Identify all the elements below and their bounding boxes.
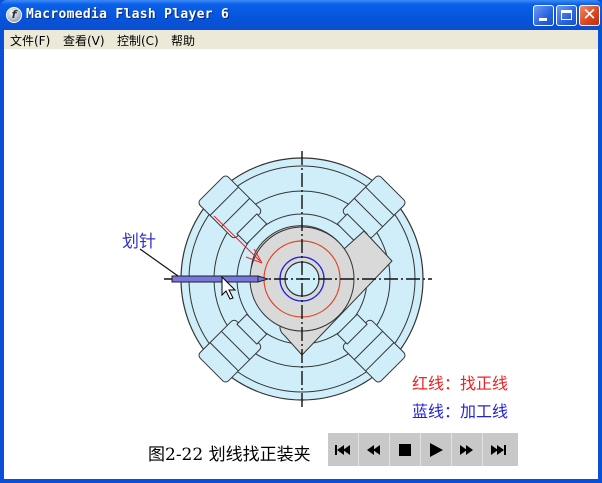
step-back-button[interactable] (359, 433, 390, 466)
fast-forward-icon (460, 444, 473, 455)
menu-file[interactable]: 文件(F) (10, 34, 51, 48)
mouse-cursor-icon (221, 275, 237, 300)
skip-forward-icon (490, 444, 506, 455)
stop-button[interactable] (390, 433, 421, 466)
rewind-icon (367, 444, 380, 455)
menu-bar: 文件(F) 查看(V) 控制(C) 帮助 (4, 30, 598, 49)
figure-caption: 图2-22 划线找正装夹 (148, 445, 311, 465)
legend-blue-line: 蓝线：加工线 (412, 402, 509, 421)
minimize-button[interactable] (533, 5, 554, 26)
title-bar[interactable]: f Macromedia Flash Player 6 ✕ (0, 0, 602, 30)
play-icon (430, 442, 443, 457)
scriber-label: 划针 (122, 232, 156, 252)
maximize-button[interactable] (556, 5, 577, 26)
stop-icon (399, 443, 411, 456)
playback-controls (328, 433, 518, 466)
go-to-end-button[interactable] (483, 433, 514, 466)
menu-view[interactable]: 查看(V) (63, 34, 105, 48)
play-button[interactable] (421, 433, 452, 466)
flash-app-icon[interactable]: f (6, 7, 22, 23)
minimize-icon (539, 18, 547, 21)
flash-stage[interactable]: 划针 红线：找正线 蓝线：加工线 图2-22 划线找正装夹 (4, 49, 598, 479)
maximize-icon (561, 10, 572, 20)
close-icon: ✕ (582, 5, 597, 25)
menu-control[interactable]: 控制(C) (117, 34, 159, 48)
close-button[interactable]: ✕ (579, 5, 600, 26)
skip-back-icon (335, 444, 350, 455)
window-title: Macromedia Flash Player 6 (26, 7, 230, 22)
legend-red-line: 红线：找正线 (412, 374, 509, 393)
rewind-to-start-button[interactable] (328, 433, 359, 466)
chuck-diagram (139, 151, 432, 407)
step-forward-button[interactable] (452, 433, 483, 466)
menu-help[interactable]: 帮助 (171, 34, 196, 48)
